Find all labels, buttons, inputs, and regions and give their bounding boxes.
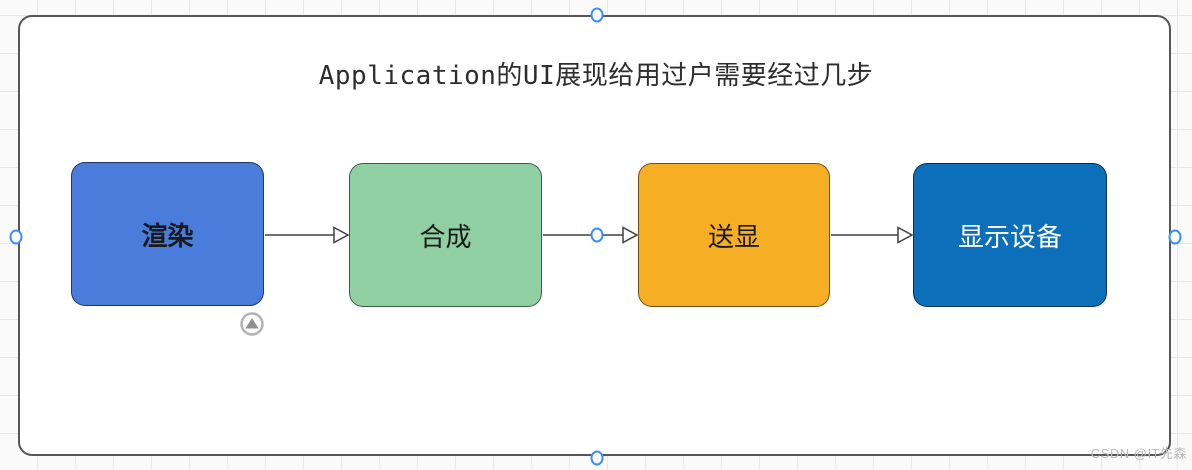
arrowhead-icon: [333, 226, 350, 244]
watermark: CSDN @IT先森: [1090, 446, 1187, 461]
connector-render-to-compose[interactable]: [265, 226, 350, 244]
node-send-display-label: 送显: [707, 221, 760, 252]
arrowhead-icon: [897, 226, 914, 244]
node-compose-label: 合成: [419, 221, 472, 252]
arrowhead-icon: [622, 226, 639, 244]
triangle-up-icon: [245, 318, 259, 329]
selection-handle-right[interactable]: [1168, 229, 1182, 245]
connector-send-display-to-display-device[interactable]: [831, 226, 914, 244]
node-send-display[interactable]: 送显: [638, 163, 830, 307]
node-display-device-label: 显示设备: [957, 221, 1062, 252]
connector-waypoint-handle[interactable]: [590, 227, 604, 243]
selection-handle-top[interactable]: [590, 7, 604, 23]
collapse-icon[interactable]: [240, 312, 264, 336]
selection-handle-bottom[interactable]: [590, 450, 604, 466]
node-compose[interactable]: 合成: [349, 163, 542, 307]
node-display-device[interactable]: 显示设备: [913, 163, 1107, 307]
diagram-title[interactable]: Application的UI展现给用过户需要经过几步: [318, 61, 874, 91]
node-render[interactable]: 渲染: [71, 162, 264, 306]
node-render-label: 渲染: [141, 220, 194, 251]
connector-compose-to-send-display[interactable]: [543, 226, 639, 244]
selection-handle-left[interactable]: [9, 229, 23, 245]
